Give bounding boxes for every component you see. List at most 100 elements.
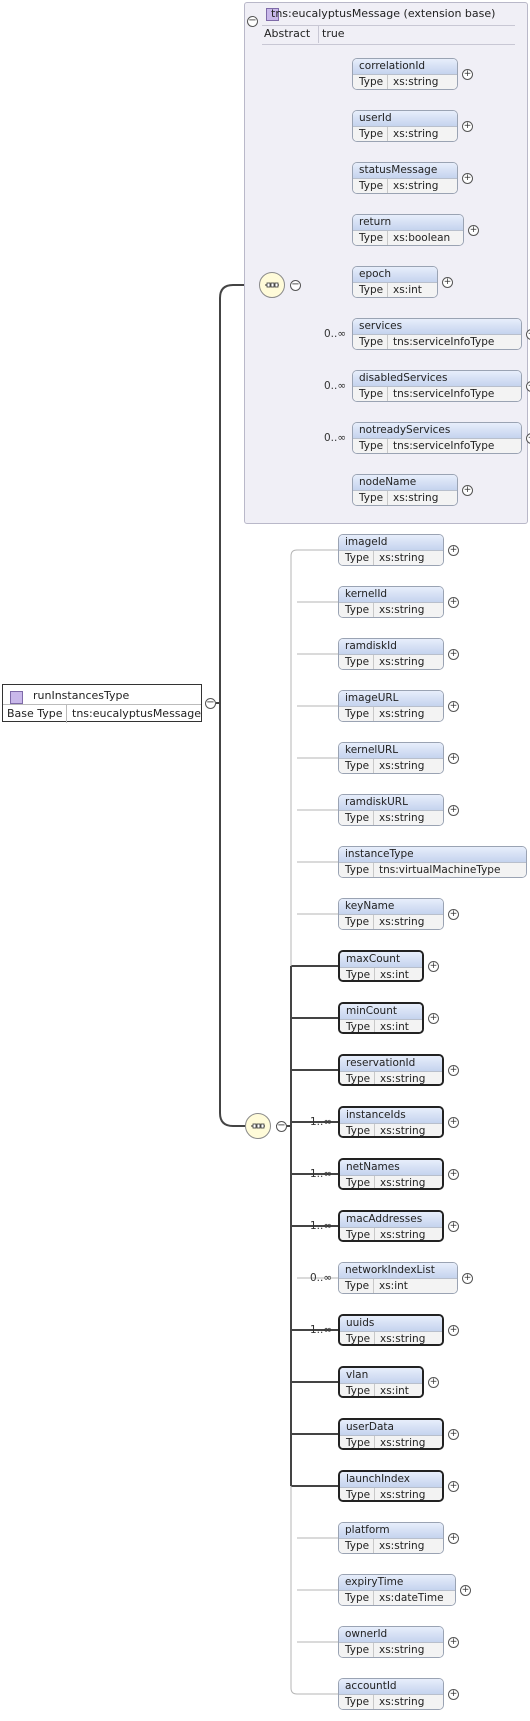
divider [374,1176,375,1188]
expand-icon[interactable]: + [428,1013,439,1024]
type-key: Type [346,1177,371,1189]
expand-icon[interactable]: + [428,961,439,972]
expand-icon[interactable]: + [526,433,530,444]
element-name: ramdiskId [339,639,443,654]
expand-icon[interactable]: + [462,1273,473,1284]
divider [374,1384,375,1396]
expand-icon[interactable]: + [448,909,459,920]
expand-icon[interactable]: + [526,381,530,392]
expand-icon[interactable]: + [442,277,453,288]
expand-icon[interactable]: + [468,225,479,236]
expand-icon[interactable]: + [448,597,459,608]
collapse-root-icon[interactable]: − [205,697,216,709]
type-value: xs:string [380,1437,426,1449]
expand-icon[interactable]: + [460,1585,471,1596]
type-key: Type [346,1489,371,1501]
expand-icon[interactable]: + [448,649,459,660]
expand-icon[interactable]: + [448,701,459,712]
base-type-row: Base Type tns:eucalyptusMessage [3,704,201,723]
complex-type-icon [10,691,23,704]
collapse-extension-icon[interactable]: − [247,15,258,27]
expand-icon[interactable]: + [448,1117,459,1128]
sequence-compositor-icon[interactable] [245,1113,271,1139]
type-value: xs:int [393,284,422,296]
element-name: networkIndexList [339,1263,457,1278]
collapse-sequence-icon[interactable]: − [290,279,301,291]
root-type-box[interactable]: runInstancesType Base Type tns:eucalyptu… [2,684,202,723]
divider [373,759,374,773]
expand-icon[interactable]: + [448,1637,459,1648]
expand-icon[interactable]: + [428,1377,439,1388]
divider [374,1332,375,1344]
expand-icon[interactable]: + [448,1689,459,1700]
divider [373,863,374,877]
expand-icon[interactable]: + [448,1533,459,1544]
expand-icon[interactable]: + [462,173,473,184]
element-name: imageURL [339,691,443,706]
expand-icon[interactable]: + [448,1481,459,1492]
expand-icon[interactable]: + [448,1429,459,1440]
element-name: instanceType [339,847,526,862]
collapse-sequence-icon[interactable]: − [276,1120,287,1132]
type-value: tns:virtualMachineType [379,864,501,876]
element-name: statusMessage [353,163,457,178]
type-key: Type [359,336,384,348]
type-key: Type [345,916,370,928]
type-value: xs:string [379,916,425,928]
cardinality-label: 0..∞ [324,380,347,392]
expand-icon[interactable]: + [448,805,459,816]
element-name: services [353,319,521,334]
cardinality-label: 1..∞ [310,1220,333,1232]
sequence-compositor-icon[interactable] [259,272,285,298]
type-key: Type [345,1540,370,1552]
expand-icon[interactable]: + [448,1169,459,1180]
expand-icon[interactable]: + [462,69,473,80]
expand-icon[interactable]: + [448,545,459,556]
expand-icon[interactable]: + [462,485,473,496]
expand-icon[interactable]: + [462,121,473,132]
connector [219,703,245,1127]
divider [387,335,388,349]
expand-icon[interactable]: + [448,1325,459,1336]
expand-icon[interactable]: + [526,329,530,340]
expand-icon[interactable]: + [448,753,459,764]
expand-icon[interactable]: + [448,1065,459,1076]
expand-icon[interactable]: + [448,1221,459,1232]
